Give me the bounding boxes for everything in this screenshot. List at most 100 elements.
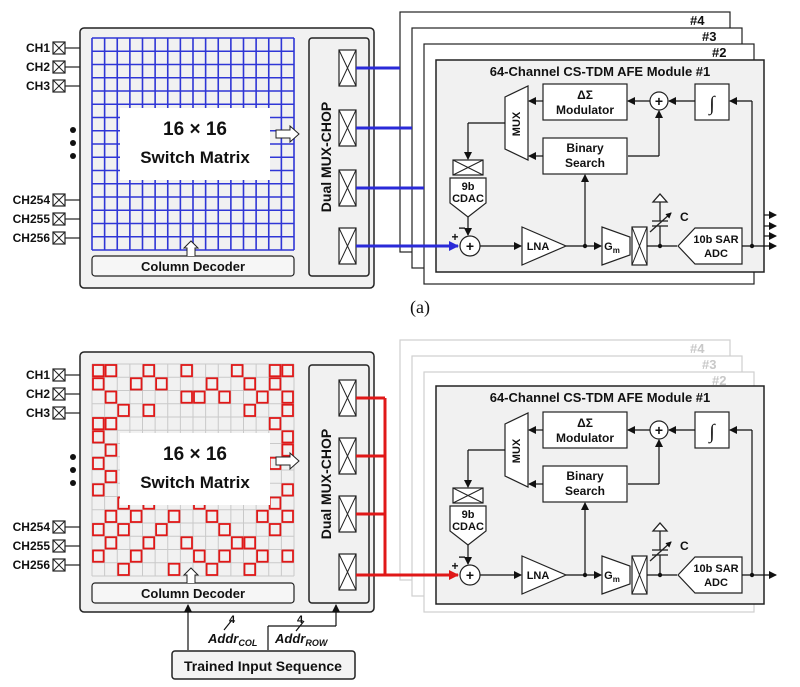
- svg-text:Search: Search: [565, 156, 605, 170]
- module-3-label: #3: [702, 29, 716, 44]
- variable-capacitor-icon: [649, 522, 672, 575]
- svg-text:CH255: CH255: [13, 539, 51, 553]
- integral-icon: ∫: [707, 93, 716, 116]
- afe-module-1: ΔΣ Modulator + ∫ MUX Binary Search 9b CD…: [449, 411, 777, 595]
- afe-module-1: ΔΣ Modulator + ∫ MUX Binary Search 9b CD…: [449, 83, 777, 266]
- svg-text:−: −: [458, 550, 465, 564]
- selected-switch-cell: [205, 562, 219, 576]
- channel-ch256: CH256: [13, 558, 80, 572]
- module-3-label: #3: [702, 357, 716, 372]
- module-4-label: #4: [690, 341, 705, 356]
- dual-mux-chop-block: Dual MUX-CHOP: [308, 364, 370, 604]
- selected-switch-cell: [129, 377, 143, 391]
- selected-switch-cell: [155, 523, 168, 537]
- selected-switch-cell: [281, 483, 294, 497]
- selected-switch-cell: [92, 430, 105, 444]
- svg-text:Search: Search: [565, 484, 605, 498]
- compressed-sum-wires: [356, 396, 459, 580]
- delta-sigma-modulator-box: [542, 83, 628, 121]
- channel-ch256: CH256: [13, 231, 80, 245]
- svg-text:LNA: LNA: [527, 241, 550, 253]
- mux-block: [504, 85, 529, 161]
- svg-text:CH256: CH256: [13, 558, 51, 572]
- svg-text:Gm: Gm: [604, 570, 620, 584]
- svg-text:9b: 9b: [462, 181, 475, 193]
- selected-switch-cell: [142, 403, 156, 417]
- trained-input-sequence-box: [171, 650, 356, 680]
- channel-ch2: CH2: [26, 60, 80, 74]
- selected-switch-cell: [243, 536, 257, 550]
- svg-text:MUX: MUX: [511, 438, 523, 463]
- vertical-ellipsis-icon: [70, 454, 76, 486]
- cdac-switch-icon: [452, 159, 484, 176]
- selected-switch-cell: [104, 390, 118, 404]
- selected-switch-cell: [218, 523, 231, 537]
- selected-switch-cell: [104, 509, 118, 523]
- address-bus: 4 4 AddrCOL AddrROW: [184, 604, 340, 650]
- selected-switch-cell: [92, 549, 105, 563]
- selected-switch-cell: [205, 509, 219, 523]
- channel-ch254: CH254: [13, 193, 80, 207]
- selected-switch-cell: [92, 417, 105, 431]
- chopper-switch-icon: [338, 227, 357, 265]
- selected-channel-wires: [356, 66, 459, 251]
- selected-switch-cell: [281, 403, 294, 417]
- selected-switch-cell: [129, 549, 143, 563]
- cdac-switch-icon: [452, 487, 484, 504]
- svg-text:CDAC: CDAC: [452, 193, 484, 205]
- svg-text:10b SAR: 10b SAR: [693, 563, 738, 575]
- svg-text:ADC: ADC: [704, 577, 728, 589]
- module-2-label: #2: [712, 45, 726, 60]
- svg-text:CH256: CH256: [13, 231, 51, 245]
- column-decoder-label: Column Decoder: [141, 586, 245, 601]
- svg-text:MUX: MUX: [511, 111, 523, 136]
- selected-switch-cell: [205, 377, 219, 391]
- module-2-label: #2: [712, 373, 726, 388]
- capacitor-label: C: [680, 210, 689, 224]
- channel-ch1: CH1: [26, 368, 80, 382]
- svg-text:−: −: [458, 221, 465, 235]
- svg-text:ADC: ADC: [704, 248, 728, 260]
- gm-chopper-icon: [631, 555, 648, 595]
- trained-input-sequence-label: Trained Input Sequence: [184, 658, 342, 674]
- selected-switch-cell: [180, 536, 193, 550]
- svg-text:ΔΣ: ΔΣ: [577, 416, 593, 430]
- selected-switch-cell: [104, 536, 118, 550]
- selected-switch-cell: [256, 390, 269, 404]
- channel-ch255: CH255: [13, 539, 80, 553]
- svg-text:+: +: [451, 559, 458, 573]
- svg-text:CH3: CH3: [26, 406, 50, 420]
- panel-a: 16 × 16 Switch Matrix Column Decoder CH1…: [13, 11, 777, 318]
- svg-text:CH1: CH1: [26, 41, 50, 55]
- selected-switch-cell: [92, 523, 105, 537]
- selected-switch-cell: [104, 470, 118, 484]
- dual-mux-chop-block: Dual MUX-CHOP: [308, 37, 370, 277]
- selected-switch-cell: [104, 443, 118, 457]
- svg-text:Modulator: Modulator: [556, 431, 614, 445]
- svg-text:CH2: CH2: [26, 387, 50, 401]
- chopper-switch-icon: [338, 437, 357, 475]
- selected-switch-cell: [92, 364, 105, 378]
- selected-switch-cell: [193, 549, 206, 563]
- selected-switch-cell: [92, 377, 105, 391]
- selected-switch-cell: [142, 364, 156, 378]
- chopper-switch-icon: [338, 495, 357, 533]
- selected-switch-cell: [268, 523, 282, 537]
- selected-switch-cell: [117, 403, 130, 417]
- svg-text:+: +: [655, 93, 663, 109]
- lna-amplifier: [521, 555, 568, 595]
- selected-switch-cell: [281, 364, 294, 378]
- channel-ch255: CH255: [13, 212, 80, 226]
- channel-inputs-bottom: CH254 CH255 CH256: [13, 193, 80, 245]
- svg-text:Binary: Binary: [566, 469, 604, 483]
- channel-ch1: CH1: [26, 41, 80, 55]
- addr-row-label: AddrROW: [274, 631, 329, 648]
- selected-switch-cells: [92, 364, 294, 576]
- vertical-ellipsis-icon: [70, 127, 76, 159]
- chopper-switch-icon: [338, 553, 357, 591]
- bus-width-row: 4: [297, 614, 304, 626]
- selected-switch-cell: [180, 390, 193, 404]
- selected-switch-cell: [167, 509, 181, 523]
- svg-text:CH255: CH255: [13, 212, 51, 226]
- variable-capacitor-icon: [649, 193, 672, 246]
